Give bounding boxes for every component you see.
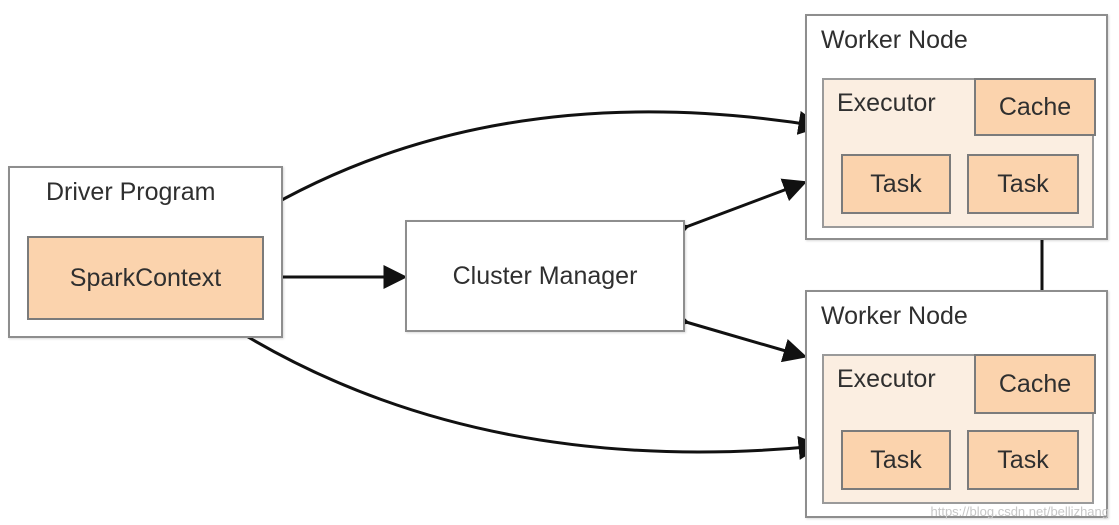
executor-label: Executor: [837, 89, 936, 117]
task-label: Task: [997, 445, 1049, 474]
cache-box: Cache: [974, 354, 1096, 414]
cache-box: Cache: [974, 78, 1096, 136]
task-box: Task: [841, 430, 951, 490]
executor-box: Executor Cache Task Task: [822, 354, 1096, 504]
cache-label: Cache: [998, 92, 1072, 121]
arrow-driver-worker1: [199, 110, 823, 257]
spark-context-label: SparkContext: [69, 263, 222, 292]
arrow-clustermanager-worker1: [663, 178, 808, 246]
cluster-manager-box: Cluster Manager: [405, 220, 685, 332]
task-box: Task: [967, 154, 1079, 214]
task-label: Task: [870, 169, 922, 198]
worker-node-title: Worker Node: [821, 302, 968, 330]
arrow-clustermanager-worker2: [663, 305, 808, 363]
worker-node-2: Worker Node Executor Cache Task Task: [805, 290, 1108, 518]
watermark-text: https://blog.csdn.net/bellizhang: [930, 504, 1109, 519]
spark-context-box: SparkContext: [27, 236, 264, 320]
worker-node-title: Worker Node: [821, 26, 968, 54]
worker-node-1: Worker Node Executor Cache Task Task: [805, 14, 1108, 240]
task-label: Task: [870, 445, 922, 474]
driver-program-title: Driver Program: [46, 178, 216, 206]
task-box: Task: [967, 430, 1079, 490]
driver-program-box: Driver Program SparkContext: [8, 166, 283, 338]
executor-box: Executor Cache Task Task: [822, 78, 1096, 228]
task-box: Task: [841, 154, 951, 214]
task-label: Task: [997, 169, 1049, 198]
cache-label: Cache: [998, 369, 1072, 398]
arrow-driver-worker2: [199, 300, 823, 460]
executor-label: Executor: [837, 365, 936, 393]
cluster-manager-label: Cluster Manager: [452, 261, 638, 290]
